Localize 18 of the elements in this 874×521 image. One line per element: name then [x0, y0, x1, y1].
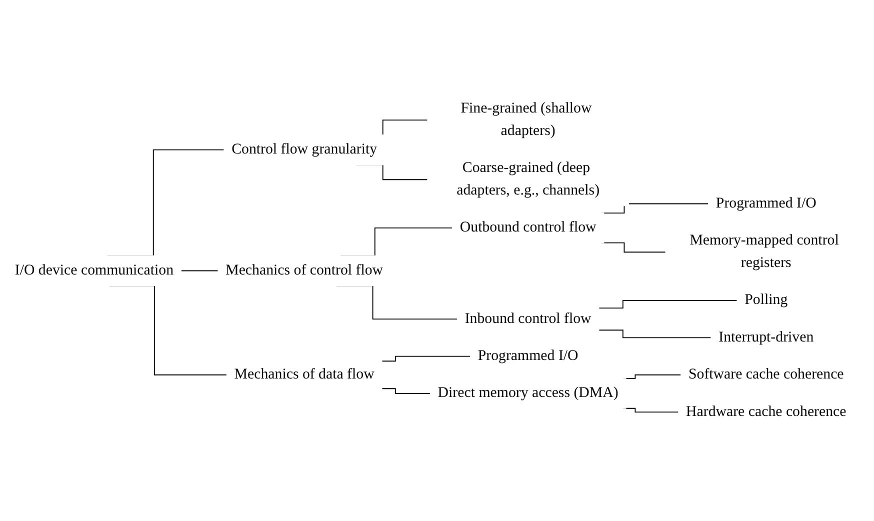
- node-text: Memory-mapped control registers: [690, 232, 839, 271]
- node-text: Mechanics of data flow: [234, 366, 374, 382]
- node-text: Programmed I/O: [716, 195, 816, 212]
- node-text: Polling: [744, 292, 788, 308]
- node-text: Software cache coherence: [688, 366, 844, 382]
- connector: [598, 330, 712, 338]
- node-text: Hardware cache coherence: [686, 404, 846, 420]
- connector: [180, 270, 219, 272]
- connector: [598, 300, 738, 308]
- node-text: Fine-grained (shallow adapters): [460, 100, 592, 139]
- node-text: Programmed I/O: [478, 348, 578, 364]
- node-text: Direct memory access (DMA): [438, 385, 618, 401]
- node-text: Outbound control flow: [460, 220, 596, 236]
- node-text: Interrupt-driven: [718, 329, 814, 346]
- connector: [381, 388, 431, 394]
- node-text: Inbound control flow: [464, 310, 592, 327]
- node-text: Coarse-grained (deep adapters, e.g., channels): [456, 160, 600, 198]
- connector: [381, 356, 471, 362]
